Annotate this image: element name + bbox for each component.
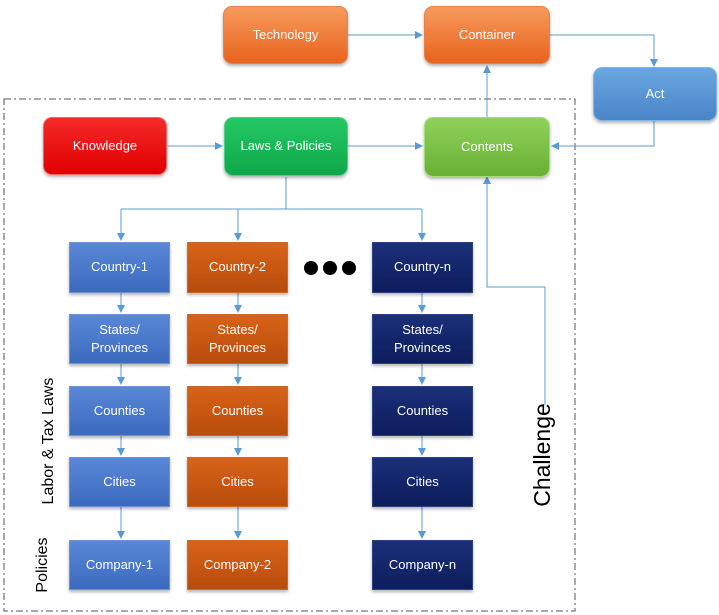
laws-policies-label: Laws & Policies xyxy=(240,138,332,154)
contents-label: Contents xyxy=(460,138,514,154)
states-provinces-1-node: States/ Provinces xyxy=(69,314,170,364)
cities-1-node: Cities xyxy=(69,457,170,507)
technology-node: Technology xyxy=(223,6,348,64)
cities-n-node: Cities xyxy=(372,457,473,507)
counties-2-node: Counties xyxy=(187,386,288,436)
challenge-label: Challenge xyxy=(529,403,555,507)
cities-1-label: Cities xyxy=(103,473,136,489)
branch-laws-to-countries xyxy=(121,177,287,210)
container-label: Container xyxy=(458,26,516,42)
states-provinces-2-label: States/ Provinces xyxy=(208,321,267,355)
labor-tax-laws-label: Labor & Tax Laws xyxy=(40,377,57,505)
counties-1-node: Counties xyxy=(69,386,170,436)
company-1-node: Company-1 xyxy=(69,540,170,590)
counties-1-label: Counties xyxy=(93,402,146,418)
country-2-label: Country-2 xyxy=(208,259,267,275)
company-2-label: Company-2 xyxy=(203,556,272,572)
company-2-node: Company-2 xyxy=(187,540,288,590)
laws-policies-node: Laws & Policies xyxy=(224,117,348,176)
act-label: Act xyxy=(645,85,665,101)
company-n-node: Company-n xyxy=(372,540,473,590)
states-provinces-n-node: States/ Provinces xyxy=(372,314,473,364)
container-node: Container xyxy=(424,6,550,64)
states-provinces-2-node: States/ Provinces xyxy=(187,314,288,364)
ellipsis-dot xyxy=(342,261,356,275)
ellipsis-dot xyxy=(323,261,337,275)
arrow-container-to-act xyxy=(550,34,658,67)
counties-n-label: Counties xyxy=(396,402,449,418)
dashed-boundary xyxy=(3,98,576,612)
knowledge-label: Knowledge xyxy=(72,137,138,153)
states-provinces-1-label: States/ Provinces xyxy=(90,321,149,355)
counties-n-node: Counties xyxy=(372,386,473,436)
company-1-label: Company-1 xyxy=(85,556,154,572)
cities-2-node: Cities xyxy=(187,457,288,507)
cities-2-label: Cities xyxy=(221,473,254,489)
policies-label: Policies xyxy=(34,537,51,593)
arrow-challenge-to-contents xyxy=(483,176,546,405)
technology-label: Technology xyxy=(252,26,319,42)
country-1-node: Country-1 xyxy=(69,242,170,293)
country-n-node: Country-n xyxy=(372,242,473,293)
country-2-node: Country-2 xyxy=(187,242,288,293)
company-n-label: Company-n xyxy=(388,556,457,572)
cities-n-label: Cities xyxy=(406,473,439,489)
knowledge-node: Knowledge xyxy=(43,117,167,175)
contents-node: Contents xyxy=(424,117,550,177)
ellipsis-dots xyxy=(304,261,356,277)
arrow-act-to-contents xyxy=(551,121,655,150)
country-1-label: Country-1 xyxy=(90,259,149,275)
counties-2-label: Counties xyxy=(211,402,264,418)
states-provinces-n-label: States/ Provinces xyxy=(393,321,452,355)
act-node: Act xyxy=(593,67,717,121)
ellipsis-dot xyxy=(304,261,318,275)
country-n-label: Country-n xyxy=(393,259,452,275)
